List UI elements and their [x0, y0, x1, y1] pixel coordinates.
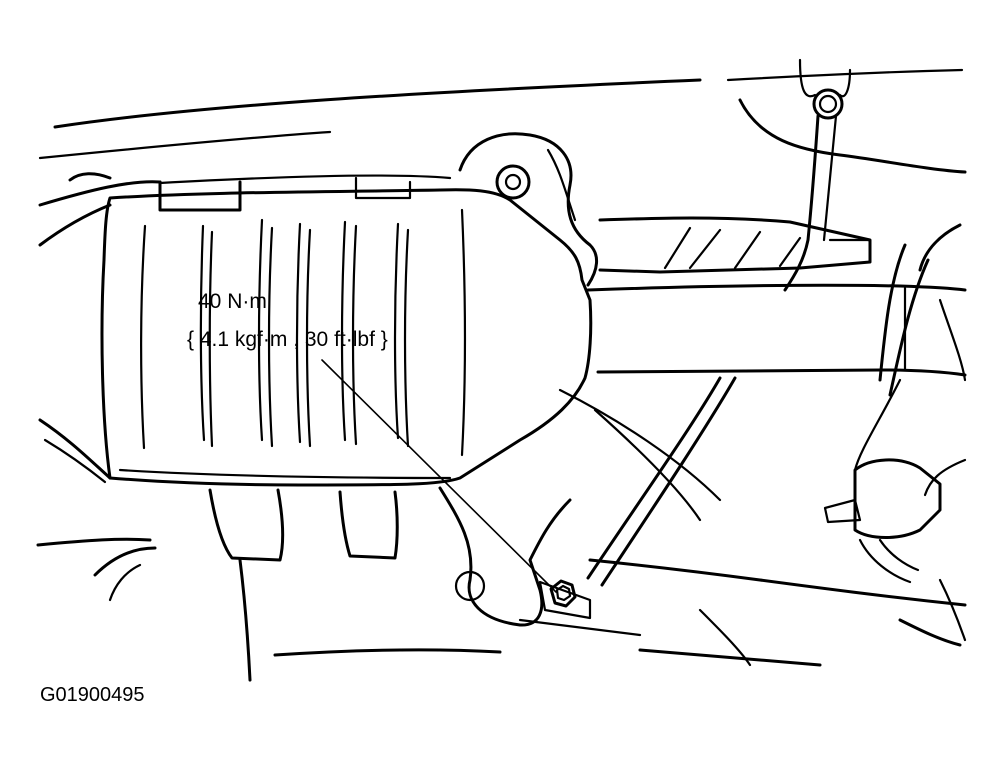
exhaust-pipe: [586, 283, 967, 377]
figure-id-label: G01900495: [40, 684, 145, 706]
upper-bracket: [458, 132, 598, 287]
front-pipe: [38, 172, 112, 484]
mounting-bolt: [538, 579, 592, 620]
torque-value-alt-units: { 4.1 kgf·m , 30 ft·lbf }: [187, 328, 388, 351]
oxygen-sensor: [783, 58, 852, 292]
catalytic-converter-body: [100, 174, 593, 487]
right-clamp: [823, 378, 942, 584]
support-rod: [586, 376, 737, 587]
lower-structure: [208, 388, 722, 627]
chassis-outline: [36, 68, 967, 682]
heat-shield: [598, 216, 872, 274]
torque-leader-line: [321, 359, 557, 593]
torque-value-nm: 40 N·m: [198, 290, 267, 313]
